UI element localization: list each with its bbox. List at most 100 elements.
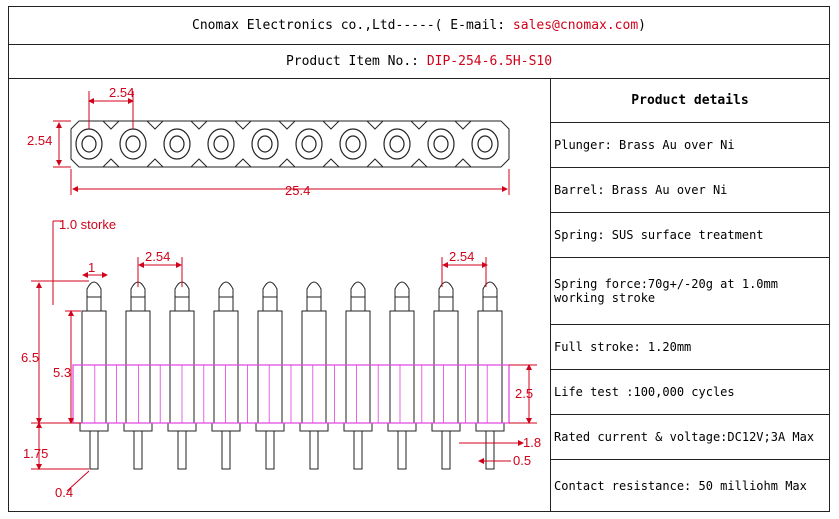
spec-life-test: Life test :100,000 cycles: [551, 370, 829, 415]
tail-pin: [177, 430, 187, 470]
spec-spring: Spring: SUS surface treatment: [551, 213, 829, 258]
plunger-body: [86, 296, 102, 312]
shoulder: [167, 422, 197, 432]
dim-height-plunger: 5.3: [53, 365, 71, 380]
top-pin-inner: [477, 135, 493, 153]
top-notch: [454, 158, 472, 168]
spec-spring-force: Spring force:70g+/-20g at 1.0mm working …: [551, 258, 829, 325]
top-pin-inner: [301, 135, 317, 153]
tail-pin: [133, 430, 143, 470]
company-suffix: ): [638, 18, 646, 33]
drawing-sheet: Cnomax Electronics co.,Ltd-----( E-mail:…: [8, 6, 830, 512]
top-notch: [234, 158, 252, 168]
spec-contact-resistance: Contact resistance: 50 milliohm Max: [554, 478, 807, 493]
top-pin-inner: [257, 135, 273, 153]
item-header: Product Item No.: DIP-254-6.5H-S10: [9, 45, 829, 79]
tail-pin: [265, 430, 275, 470]
top-notch: [102, 120, 120, 130]
top-pin-inner: [433, 135, 449, 153]
top-notch: [278, 158, 296, 168]
item-label: Product Item No.:: [285, 54, 427, 69]
top-notch: [278, 120, 296, 130]
dim-side-pitch-left: 2.54: [145, 249, 170, 264]
top-view: [70, 120, 510, 168]
plunger-body: [306, 296, 322, 312]
top-notch: [146, 158, 164, 168]
drawing-canvas: 2.54 2.54 25.4 1.0 storke 1 2.54 2.54 6.…: [21, 85, 541, 500]
top-notch: [322, 158, 340, 168]
dim-tail-dia: 0.4: [55, 485, 73, 500]
plunger-body: [350, 296, 366, 312]
top-notch: [366, 158, 384, 168]
shoulder: [211, 422, 241, 432]
plunger-body: [174, 296, 190, 312]
company-name: Cnomax Electronics co.,Ltd-----( E-mail:: [192, 18, 513, 33]
dim-height-total: 6.5: [21, 350, 39, 365]
dim-tail-length: 1.75: [23, 446, 48, 461]
top-notch: [410, 120, 428, 130]
top-pin-outer: [163, 128, 191, 160]
top-notch: [146, 120, 164, 130]
top-pin-inner: [125, 135, 141, 153]
plunger-body: [262, 296, 278, 312]
shoulder: [123, 422, 153, 432]
side-view: [72, 281, 510, 470]
plunger-tip: [218, 281, 234, 297]
top-pin-inner: [213, 135, 229, 153]
dimensions: 2.54 2.54 25.4 1.0 storke 1 2.54 2.54 6.…: [21, 85, 541, 500]
tail-pin: [309, 430, 319, 470]
top-pin-outer: [75, 128, 103, 160]
plunger-body: [218, 296, 234, 312]
technical-drawing: 2.54 2.54 25.4 1.0 storke 1 2.54 2.54 6.…: [9, 79, 551, 511]
top-notch: [234, 120, 252, 130]
dim-insulator-height: 2.5: [515, 386, 533, 401]
plunger-tip: [394, 281, 410, 297]
company-header: Cnomax Electronics co.,Ltd-----( E-mail:…: [9, 7, 829, 45]
top-pin-outer: [383, 128, 411, 160]
shoulder: [255, 422, 285, 432]
shoulder: [343, 422, 373, 432]
tail-pin: [221, 430, 231, 470]
leader-tail-dia: [66, 470, 90, 492]
top-notch: [322, 120, 340, 130]
top-pin-inner: [81, 135, 97, 153]
plunger-tip: [262, 281, 278, 297]
plunger-tip: [306, 281, 322, 297]
spec-barrel: Barrel: Brass Au over Ni: [551, 168, 829, 213]
dim-shoulder-dia: 1.8: [523, 435, 541, 450]
barrel: [389, 310, 415, 424]
dim-tail-width: 0.5: [513, 453, 531, 468]
top-pin-outer: [471, 128, 499, 160]
top-pin-outer: [427, 128, 455, 160]
spec-full-stroke: Full stroke: 1.20mm: [551, 325, 829, 370]
top-pin-outer: [295, 128, 323, 160]
plunger-tip: [86, 281, 102, 297]
top-pin-outer: [251, 128, 279, 160]
dim-top-pitch: 2.54: [109, 85, 134, 100]
shoulder: [387, 422, 417, 432]
dim-total-length: 25.4: [285, 183, 310, 198]
top-notch: [454, 120, 472, 130]
tail-pin: [353, 430, 363, 470]
tail-pin: [397, 430, 407, 470]
spec-rated: Rated current & voltage:DC12V;3A Max: [551, 415, 829, 460]
plunger-body: [482, 296, 498, 312]
dim-stroke-note: 1.0 storke: [59, 217, 116, 232]
shoulder: [475, 422, 505, 432]
email-link[interactable]: sales@cnomax.com: [512, 18, 639, 33]
barrel: [433, 310, 459, 424]
product-details-table: Product details Plunger: Brass Au over N…: [551, 79, 829, 511]
top-strip-outline: [70, 120, 510, 168]
top-pin-inner: [389, 135, 405, 153]
plunger-body: [394, 296, 410, 312]
plunger-body: [438, 296, 454, 312]
top-pin-outer: [339, 128, 367, 160]
product-details-title: Product details: [551, 79, 829, 123]
tail-pin: [89, 430, 99, 470]
plunger-body: [130, 296, 146, 312]
top-pin-outer: [119, 128, 147, 160]
dim-side-pitch-right: 2.54: [449, 249, 474, 264]
barrel: [81, 310, 107, 424]
barrel: [257, 310, 283, 424]
top-notch: [102, 158, 120, 168]
